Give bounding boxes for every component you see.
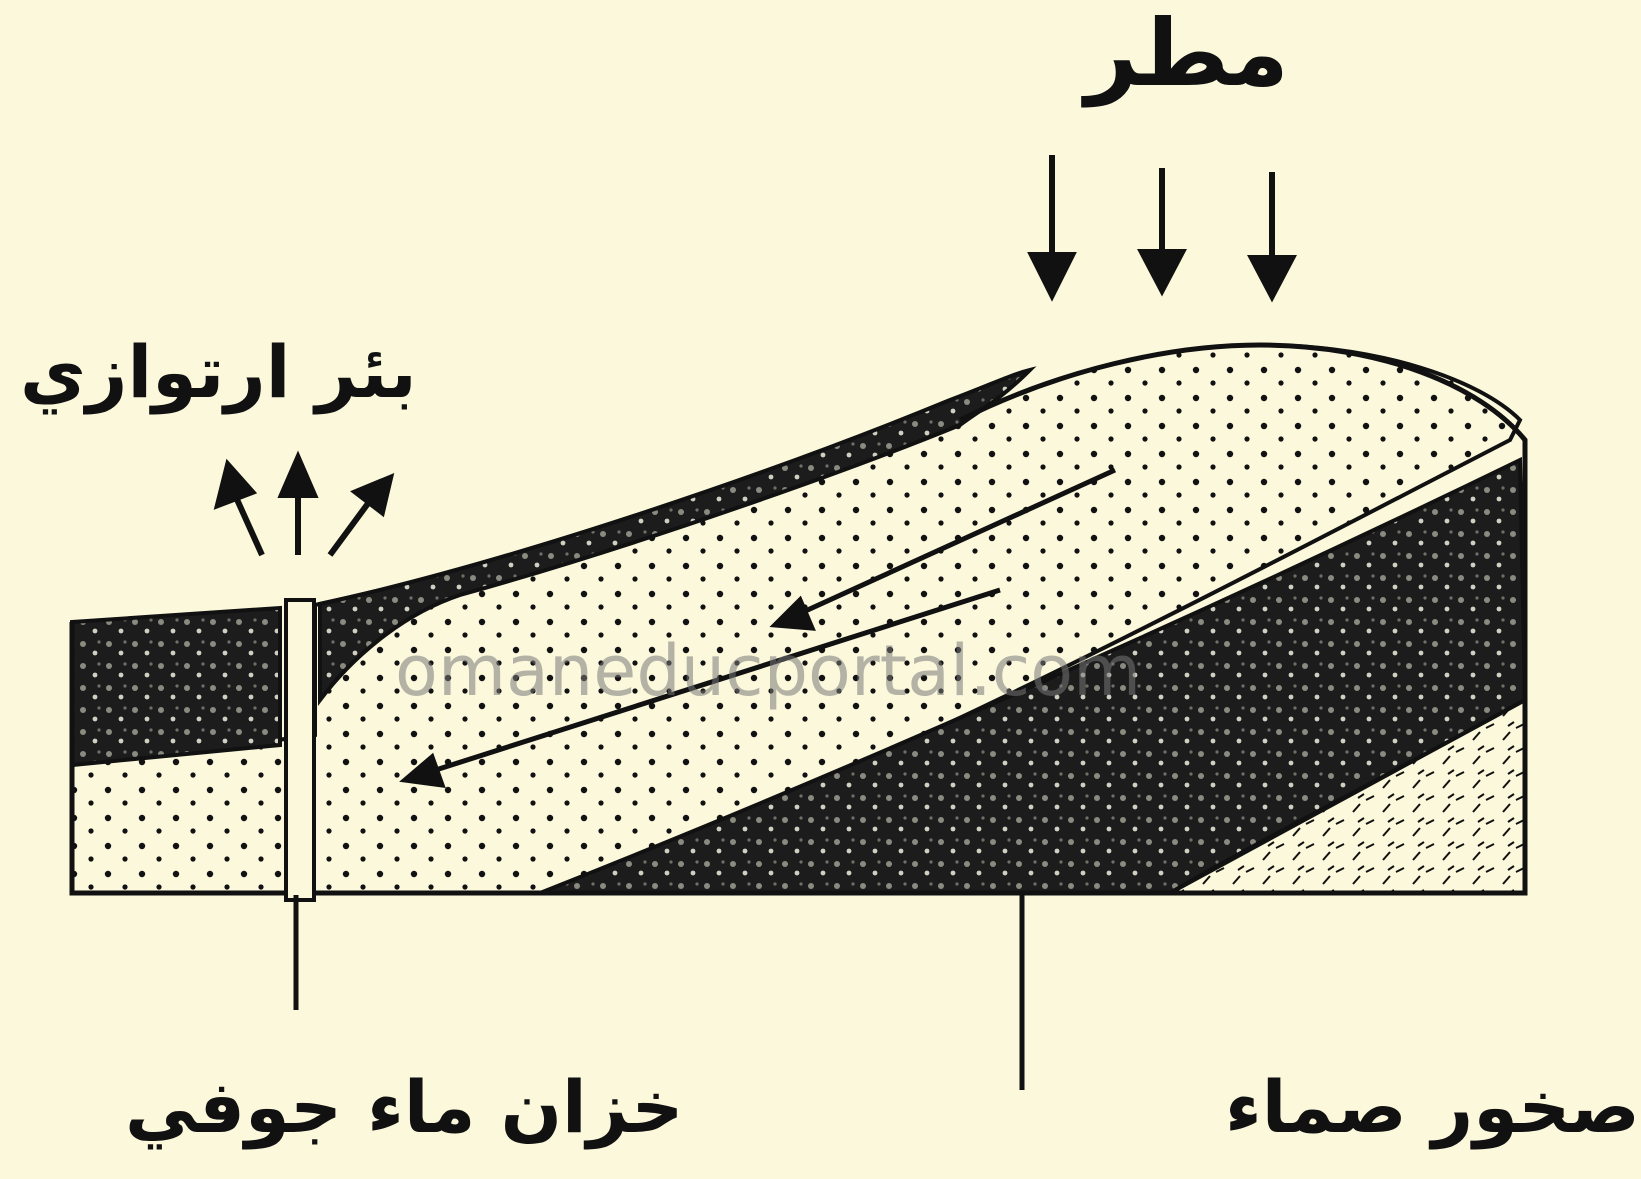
well-shaft [286,600,314,900]
arrow-up-icon [218,458,390,555]
rain-label: مطر [1085,0,1289,107]
artesian-well-label: بئر ارتوازي [20,330,417,414]
arrow-down-icon [1032,155,1292,296]
upper-impermeable-layer [72,608,280,765]
impermeable-rocks-label: صخور صماء [1225,1065,1640,1149]
watermark: omaneducportal.com [395,630,1141,712]
groundwater-reservoir-label: خزان ماء جوفي [125,1065,683,1149]
